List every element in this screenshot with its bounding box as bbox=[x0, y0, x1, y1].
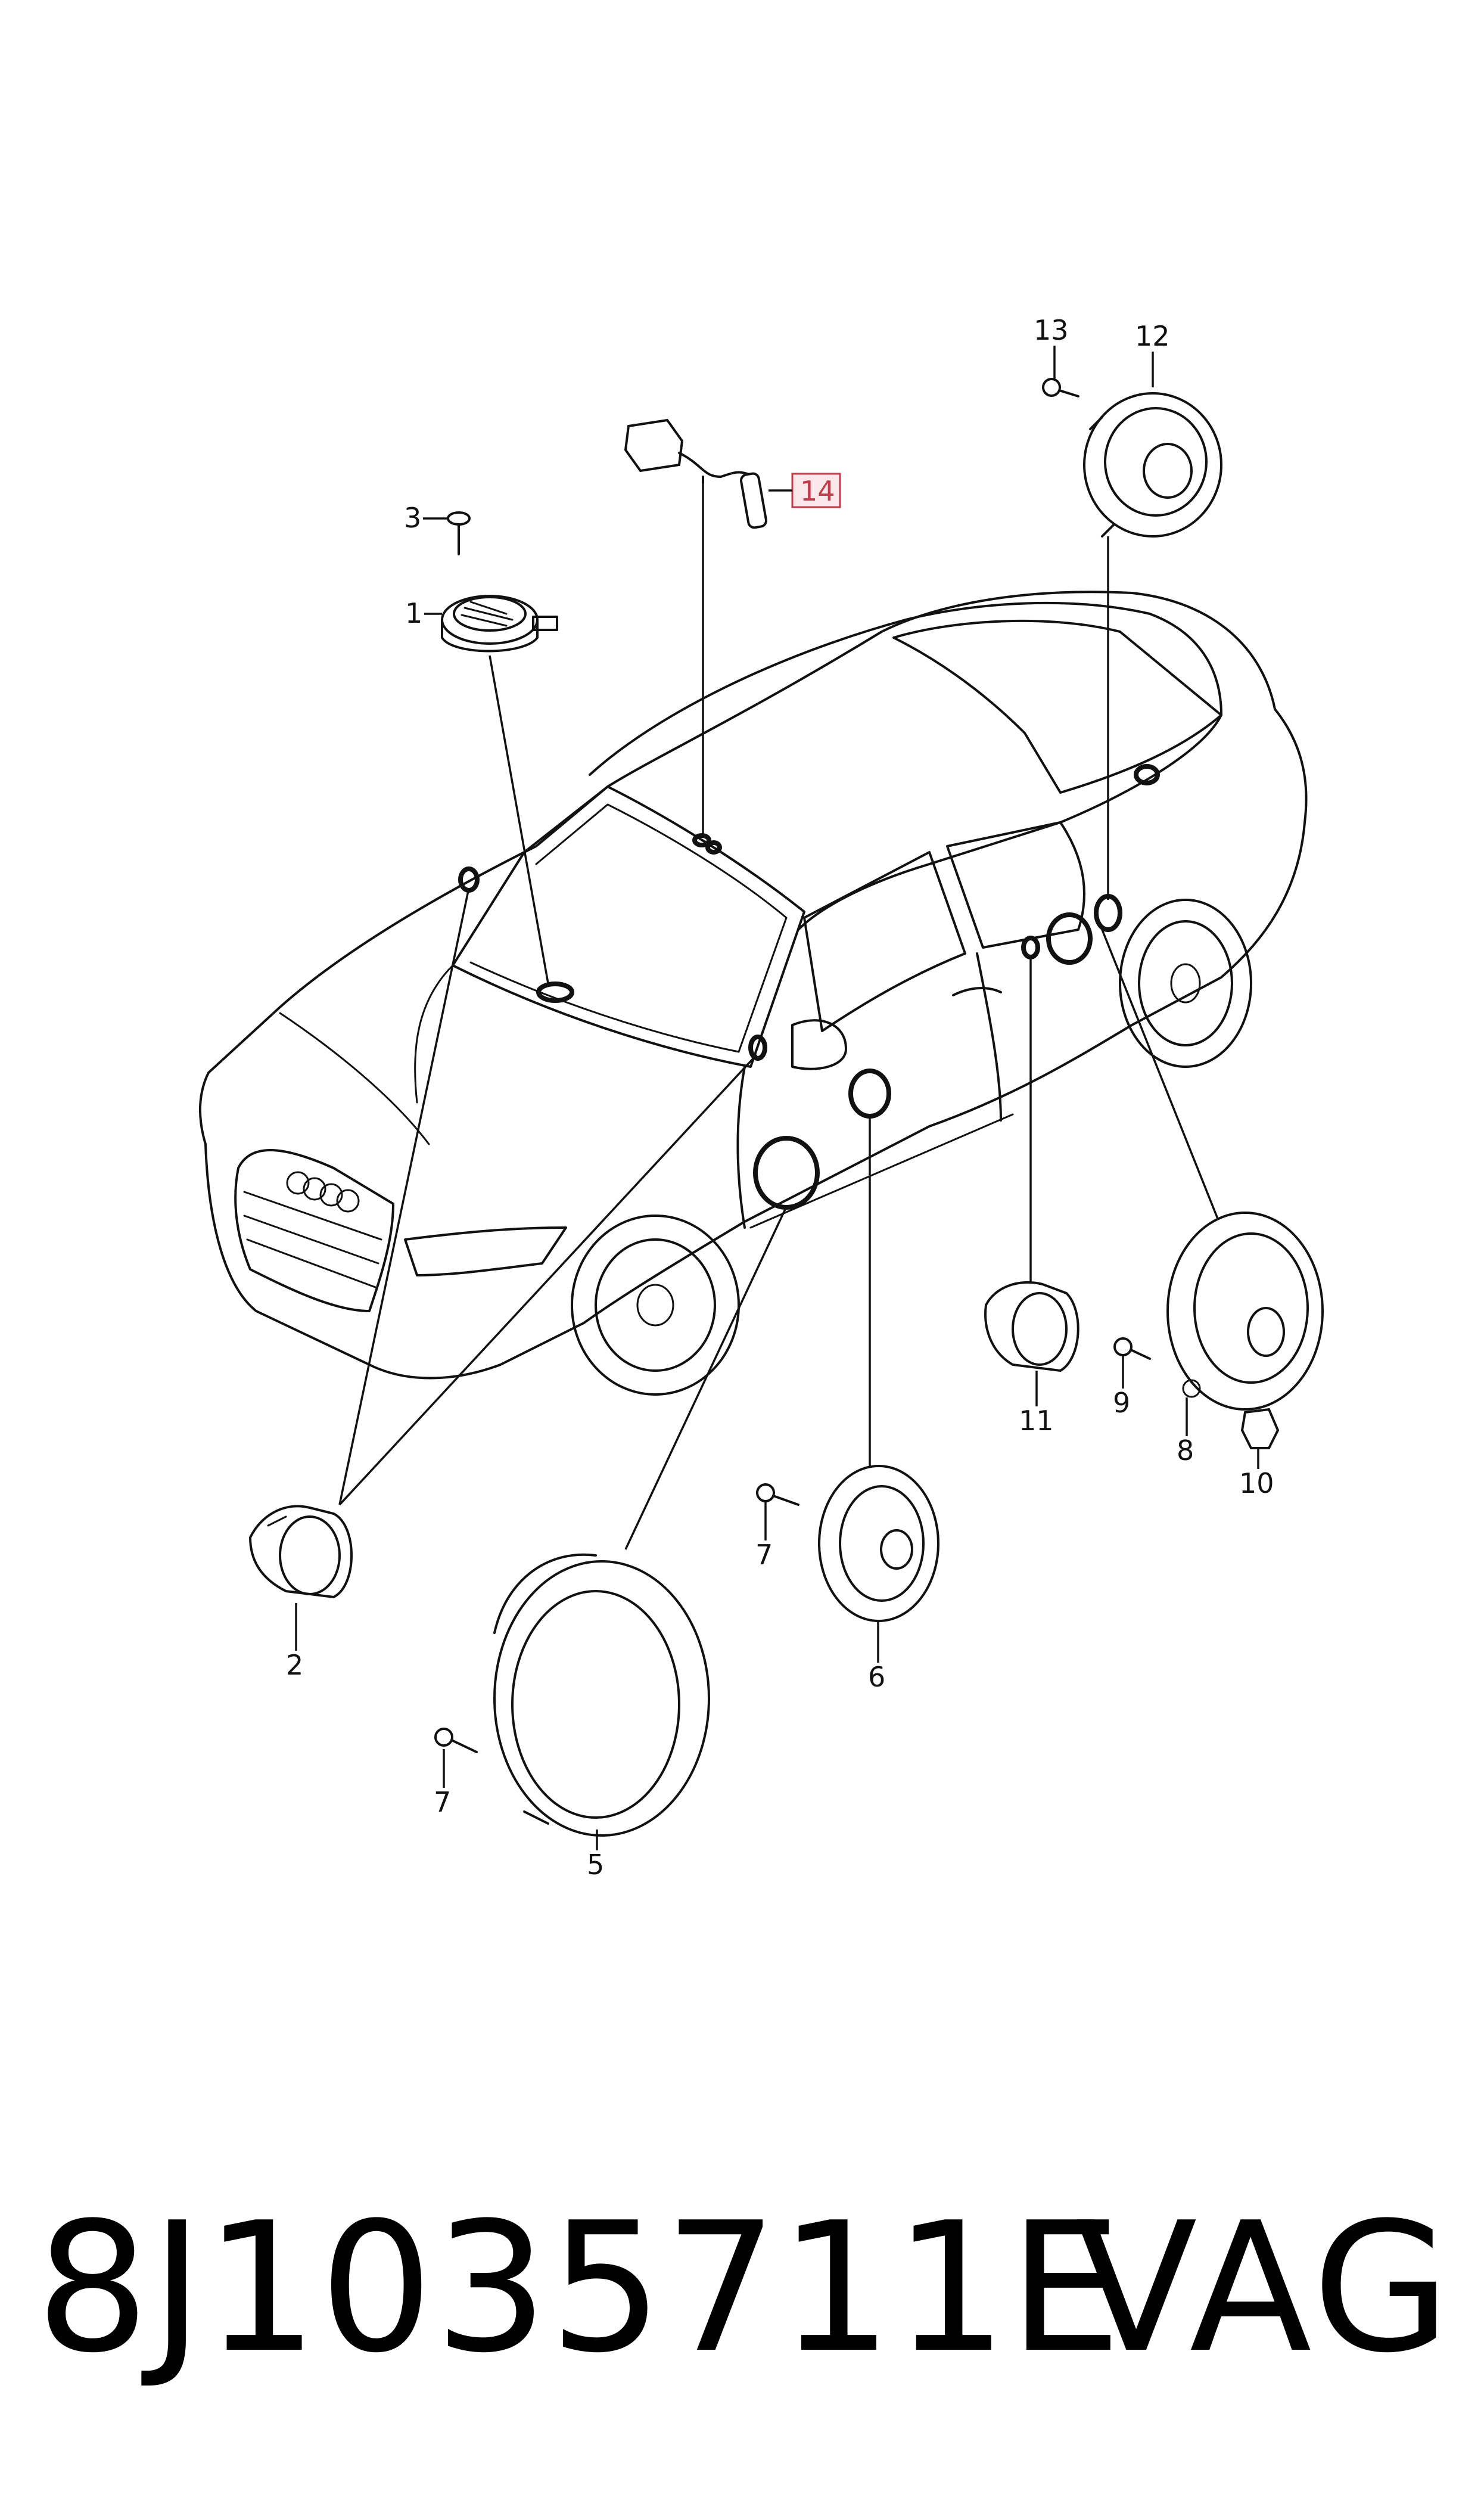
callout-label-2: 2 bbox=[286, 1649, 303, 1681]
car-body-illustration bbox=[198, 591, 1308, 1396]
brand-name: VAG bbox=[1075, 2184, 1454, 2392]
part-8-rear-woofer bbox=[1166, 1212, 1324, 1411]
part-14-wiring-harness bbox=[624, 418, 768, 529]
callout-label-8: 8 bbox=[1177, 1434, 1194, 1467]
callout-label-12: 12 bbox=[1135, 320, 1170, 352]
part-number: 8J1035711E bbox=[36, 2184, 1123, 2392]
part-3-screw bbox=[447, 511, 471, 555]
part-7-screw-upper bbox=[756, 1483, 799, 1506]
part-7-screw-lower bbox=[434, 1728, 478, 1753]
callout-label-7-lower: 7 bbox=[434, 1786, 451, 1818]
callout-label-1: 1 bbox=[405, 597, 422, 629]
leader-lines bbox=[338, 346, 1222, 1550]
part-6-mid-speaker bbox=[818, 1465, 939, 1622]
part-9-screw bbox=[1113, 1337, 1151, 1360]
part-1-centre-speaker bbox=[441, 595, 558, 653]
callout-label-9: 9 bbox=[1113, 1387, 1130, 1419]
callout-label-11: 11 bbox=[1019, 1405, 1054, 1437]
part-11-rear-tweeter bbox=[984, 1281, 1079, 1372]
part-13-screw bbox=[1042, 378, 1079, 397]
callout-label-5: 5 bbox=[587, 1849, 604, 1881]
part-5-woofer bbox=[493, 1553, 710, 1837]
part-10-clip bbox=[1240, 1408, 1280, 1449]
part-12-rear-speaker bbox=[1083, 392, 1222, 538]
speaker-system-exploded-diagram: 1 3 14 13 12 2 5 7 6 7 11 9 8 10 bbox=[198, 314, 1324, 1881]
callout-label-3: 3 bbox=[404, 502, 421, 534]
part-2-tweeter bbox=[248, 1505, 353, 1599]
callout-label-7-upper: 7 bbox=[755, 1539, 773, 1571]
callout-label-10: 10 bbox=[1239, 1467, 1274, 1499]
callout-label-6: 6 bbox=[868, 1661, 885, 1693]
callout-label-13: 13 bbox=[1034, 314, 1069, 346]
callout-label-14: 14 bbox=[800, 475, 835, 507]
